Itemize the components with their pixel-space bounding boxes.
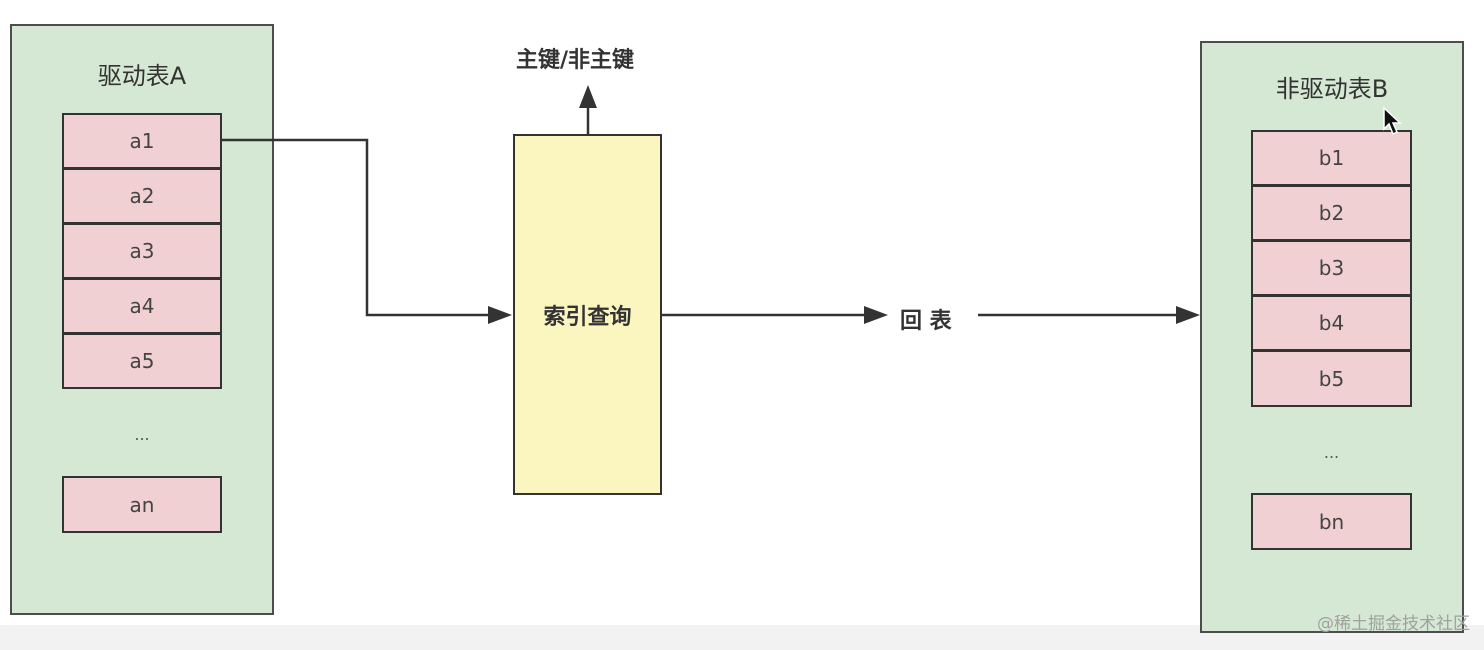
- back-to-table-label: 回 表: [900, 309, 952, 334]
- arrowhead-index-to-output: [579, 85, 597, 108]
- index-query-label: 索引查询: [543, 304, 632, 330]
- table-a-ellipsis: ...: [134, 425, 150, 444]
- table-a-row-a4: a4: [62, 278, 222, 334]
- table-a-row-a3: a3: [62, 223, 222, 279]
- table-a-row-an: an: [62, 476, 222, 533]
- table-a-row-a2: a2: [62, 168, 222, 224]
- arrowhead-index-to-back-to-table: [864, 306, 888, 324]
- arrowhead-a1-to-index: [488, 306, 512, 324]
- arrowhead-back-to-table-to-b: [1176, 306, 1200, 324]
- table-b-row-b1: b1: [1251, 130, 1412, 186]
- non-driving-table-title: 非驱动表B: [1275, 75, 1389, 103]
- table-a-row-a1: a1: [62, 113, 222, 169]
- table-b-row-b4: b4: [1251, 295, 1412, 351]
- table-b-row-b2: b2: [1251, 185, 1412, 241]
- mouse-cursor-icon: [1383, 107, 1402, 136]
- watermark: @稀土掘金技术社区: [1317, 614, 1470, 634]
- table-a-row-a5: a5: [62, 333, 222, 389]
- driving-table-title: 驱动表A: [97, 62, 187, 90]
- table-b-row-bn: bn: [1251, 493, 1412, 550]
- index-output-label: 主键/非主键: [516, 48, 635, 73]
- table-b-ellipsis: ...: [1323, 443, 1340, 462]
- table-b-row-b3: b3: [1251, 240, 1412, 296]
- table-b-row-b5: b5: [1251, 350, 1412, 407]
- index-query-box: 索引查询: [513, 134, 662, 495]
